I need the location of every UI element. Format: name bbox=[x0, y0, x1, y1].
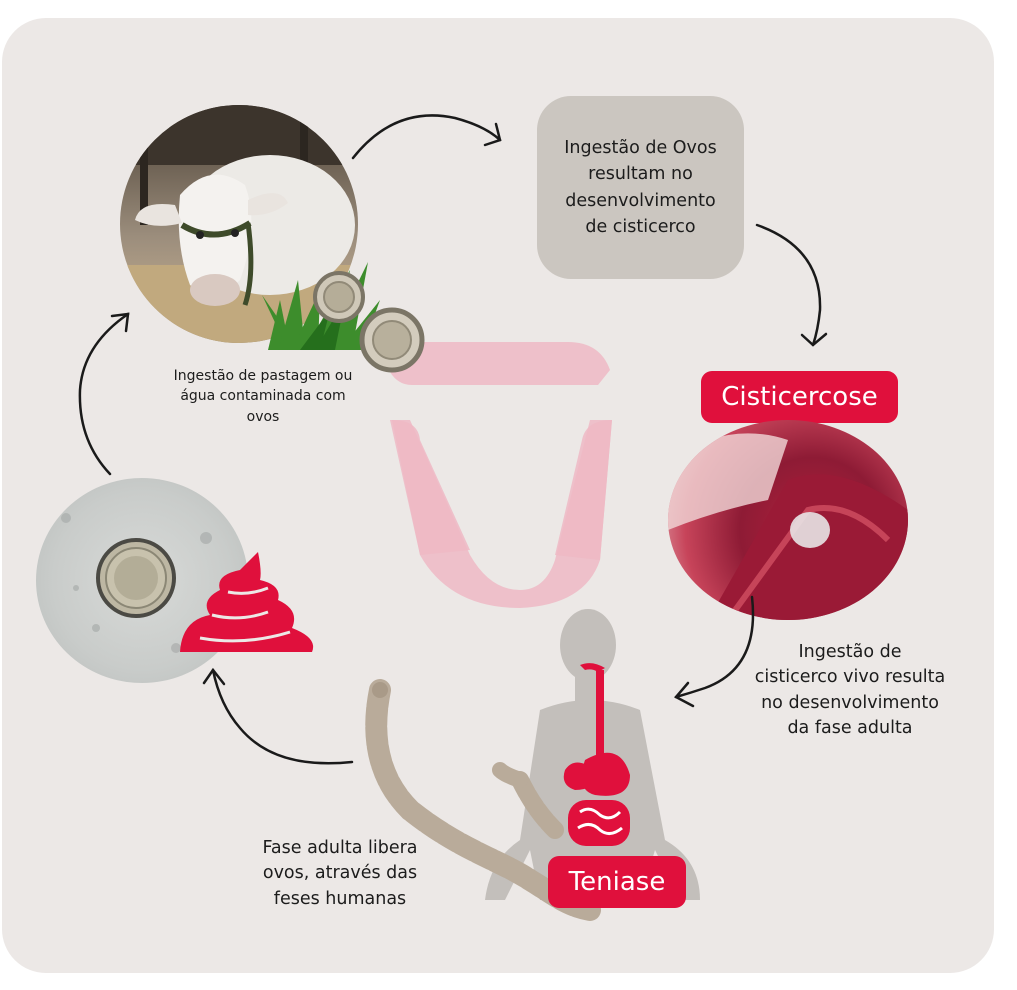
arrow-worm-to-feces-head bbox=[202, 667, 226, 686]
badge-teniase: Teniase bbox=[548, 856, 686, 908]
arrow-egg-to-cow bbox=[78, 312, 130, 476]
arrow-cow-to-box-head bbox=[483, 122, 502, 147]
label-ingestao-cisticerco: Ingestão de cisticerco vivo resulta no d… bbox=[754, 642, 946, 739]
arrow-tissue-to-human bbox=[674, 595, 755, 699]
arrow-tissue-to-human-head bbox=[674, 681, 695, 708]
badge-cisticercose-label: Cisticercose bbox=[721, 382, 878, 412]
tissue-photo bbox=[668, 420, 908, 620]
badge-teniase-label: Teniase bbox=[568, 867, 666, 897]
label-fase-adulta: Fase adulta libera ovos, através das fes… bbox=[262, 838, 418, 909]
step-ingestao-ovos: Ingestão de Ovos resultam no desenvolvim… bbox=[537, 96, 744, 279]
arrow-cow-to-box bbox=[351, 114, 502, 160]
cow-photo bbox=[120, 105, 358, 343]
badge-cisticercose: Cisticercose bbox=[701, 371, 898, 423]
step-ingestao-ovos-label: Ingestão de Ovos resultam no desenvolvim… bbox=[564, 138, 717, 237]
arrow-box-to-cisticercose-head bbox=[800, 332, 828, 347]
arrow-egg-to-cow-head bbox=[110, 312, 130, 333]
label-ingestao-pastagem: Ingestão de pastagem ou água contaminada… bbox=[173, 368, 353, 425]
arrow-box-to-cisticercose bbox=[755, 223, 822, 347]
arrow-worm-to-feces bbox=[211, 668, 354, 765]
